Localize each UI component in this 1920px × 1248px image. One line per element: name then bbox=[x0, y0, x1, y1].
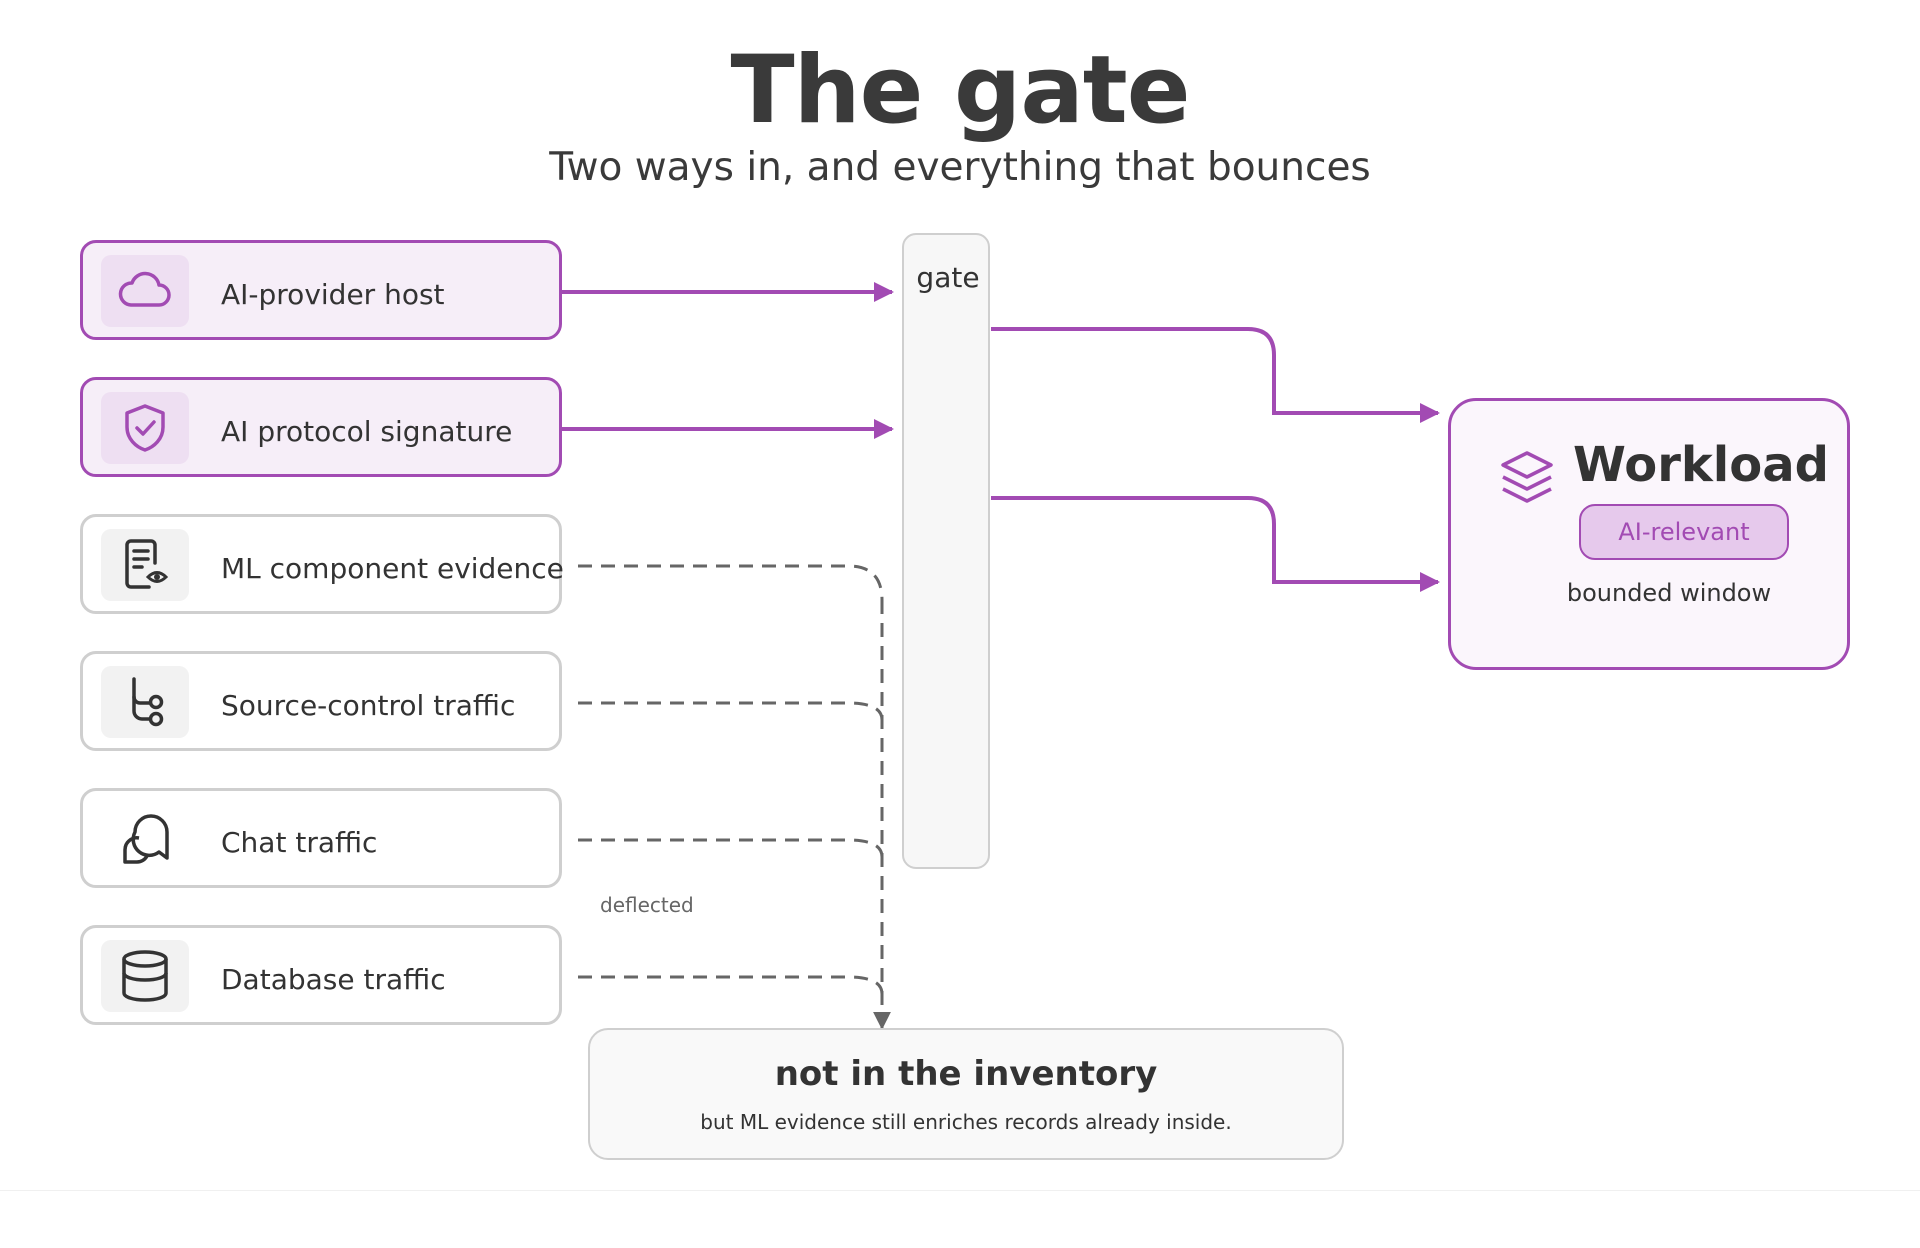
cloud-icon bbox=[101, 255, 189, 327]
deflect-line-ml bbox=[578, 564, 884, 601]
source-ai-protocol-signature: AI protocol signature bbox=[80, 377, 562, 477]
source-label: AI protocol signature bbox=[221, 415, 513, 448]
chat-bubbles-icon bbox=[101, 803, 189, 875]
shield-check-icon bbox=[101, 392, 189, 464]
deflect-line-chat bbox=[578, 838, 884, 858]
source-database-traffic: Database traffic bbox=[80, 925, 562, 1025]
gate-bar: gate bbox=[902, 233, 990, 869]
inventory-box: not in the inventory but ML evidence sti… bbox=[588, 1028, 1344, 1160]
layers-icon bbox=[1499, 449, 1555, 509]
diagram-title: The gate bbox=[730, 36, 1191, 145]
arrow-gate-to-workload-2 bbox=[991, 496, 1440, 592]
inventory-subtitle: but ML evidence still enriches records a… bbox=[700, 1110, 1232, 1134]
source-ml-component-evidence: ML component evidence bbox=[80, 514, 564, 614]
source-label: AI-provider host bbox=[221, 278, 445, 311]
workload-subtitle: bounded window bbox=[1566, 579, 1772, 607]
deflected-label: deflected bbox=[600, 893, 694, 917]
branch-icon bbox=[101, 666, 189, 738]
ai-relevant-badge: AI-relevant bbox=[1579, 504, 1789, 560]
source-ai-provider-host: AI-provider host bbox=[80, 240, 562, 340]
source-label: Source-control traffic bbox=[221, 689, 516, 722]
inventory-title: not in the inventory bbox=[774, 1054, 1158, 1094]
source-label: Chat traffic bbox=[221, 826, 378, 859]
deflect-line-database bbox=[578, 975, 884, 995]
source-label: Database traffic bbox=[221, 963, 446, 996]
bottom-divider bbox=[0, 1190, 1920, 1191]
workload-title: Workload bbox=[1573, 437, 1829, 493]
workload-box: Workload AI-relevant bounded window bbox=[1448, 398, 1850, 670]
deflect-line-source-control bbox=[578, 701, 884, 721]
source-chat-traffic: Chat traffic bbox=[80, 788, 562, 888]
source-source-control-traffic: Source-control traffic bbox=[80, 651, 562, 751]
document-eye-icon bbox=[101, 529, 189, 601]
arrow-gate-to-workload-1 bbox=[991, 327, 1440, 423]
database-icon bbox=[101, 940, 189, 1012]
source-label: ML component evidence bbox=[221, 552, 564, 585]
gate-label: gate bbox=[916, 261, 980, 294]
diagram-subtitle: Two ways in, and everything that bounces bbox=[549, 145, 1371, 190]
